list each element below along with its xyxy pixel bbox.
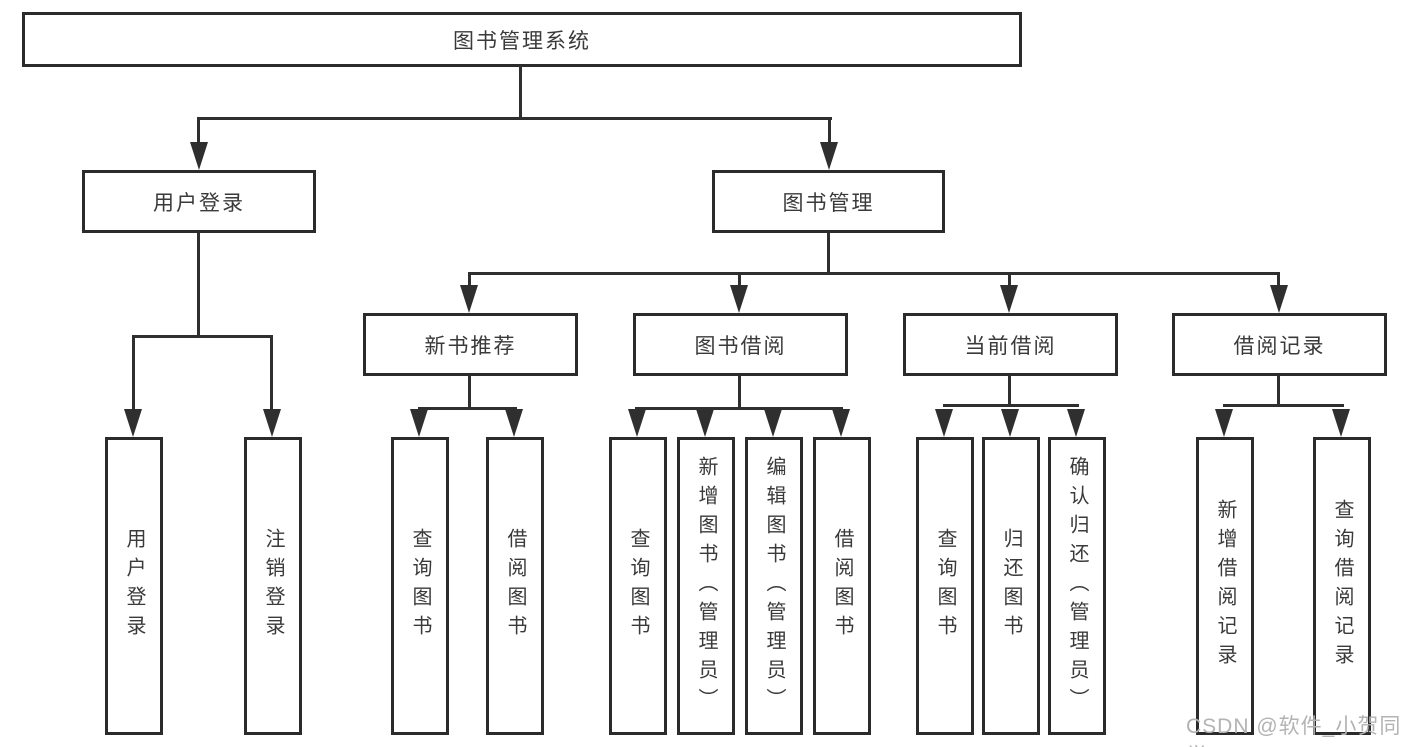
connector-line	[197, 233, 200, 335]
connector-line	[738, 376, 741, 410]
leaf-query-books-borrowing: 查询图书	[609, 437, 667, 735]
leaf-borrow-books: 借阅图书	[813, 437, 871, 735]
connector-line	[943, 404, 1079, 407]
connector-line	[132, 335, 135, 413]
connector-line	[827, 233, 830, 274]
leaf-label: 用户登录	[123, 528, 145, 644]
connector-line	[132, 335, 273, 338]
leaf-label: 注销登录	[262, 528, 284, 644]
node-library-management-system: 图书管理系统	[22, 12, 1022, 67]
connector-line	[519, 65, 522, 119]
connector-line	[1277, 272, 1280, 288]
leaf-query-books-current: 查询图书	[916, 437, 974, 735]
connector-line	[418, 407, 517, 410]
node-label: 图书管理系统	[453, 29, 591, 53]
leaf-label: 查询图书	[409, 528, 431, 644]
connector-line	[468, 376, 471, 410]
leaf-label: 查询图书	[627, 528, 649, 644]
leaf-label: 新增图书（管理员）	[695, 455, 717, 717]
arrow-down	[460, 285, 478, 313]
connector-line	[270, 335, 273, 413]
node-label: 用户登录	[153, 191, 245, 215]
leaf-query-borrow-record: 查询借阅记录	[1313, 437, 1371, 735]
arrow-down	[410, 409, 428, 437]
node-book-management: 图书管理	[712, 170, 945, 233]
connector-line	[468, 272, 1280, 275]
arrow-down	[1067, 409, 1085, 437]
leaf-user-login: 用户登录	[105, 437, 163, 735]
arrow-down	[1000, 285, 1018, 313]
leaf-return-books: 归还图书	[982, 437, 1040, 735]
leaf-label: 归还图书	[1000, 528, 1022, 644]
connector-line	[1277, 376, 1280, 407]
connector-line	[828, 117, 831, 145]
leaf-borrow-books-recommend: 借阅图书	[486, 437, 544, 735]
node-label: 借阅记录	[1233, 334, 1326, 358]
leaf-label: 查询图书	[934, 528, 956, 644]
connector-line	[635, 407, 843, 410]
node-label: 图书管理	[782, 191, 875, 215]
arrow-down	[820, 142, 838, 170]
arrow-down	[1215, 409, 1233, 437]
arrow-down	[696, 409, 714, 437]
connector-line	[738, 272, 741, 288]
arrow-down	[764, 409, 782, 437]
connector-line	[468, 272, 471, 288]
csdn-watermark: CSDN @软件_小贺同学	[1186, 715, 1402, 747]
leaf-label: 借阅图书	[504, 528, 526, 644]
connector-line	[197, 117, 200, 145]
leaf-label: 新增借阅记录	[1214, 499, 1236, 673]
connector-line	[197, 117, 832, 120]
node-user-login: 用户登录	[82, 170, 316, 233]
leaf-label: 确认归还（管理员）	[1066, 455, 1088, 717]
node-new-book-recommend: 新书推荐	[363, 313, 578, 376]
leaf-logout: 注销登录	[244, 437, 302, 735]
node-current-borrowing: 当前借阅	[903, 313, 1118, 376]
arrow-down	[263, 409, 281, 437]
arrow-down	[190, 142, 208, 170]
leaf-confirm-return-admin: 确认归还（管理员）	[1048, 437, 1106, 735]
leaf-add-borrow-record: 新增借阅记录	[1196, 437, 1254, 735]
arrow-down	[832, 409, 850, 437]
connector-line	[1008, 272, 1011, 288]
node-label: 当前借阅	[964, 334, 1057, 358]
connector-line	[1223, 404, 1344, 407]
arrow-down	[1332, 409, 1350, 437]
connector-line	[1008, 376, 1011, 407]
leaf-label: 编辑图书（管理员）	[763, 455, 785, 717]
node-book-borrowing: 图书借阅	[633, 313, 848, 376]
arrow-down	[505, 409, 523, 437]
arrow-down	[124, 409, 142, 437]
arrow-down	[1270, 285, 1288, 313]
leaf-query-books-recommend: 查询图书	[391, 437, 449, 735]
node-borrowing-records: 借阅记录	[1172, 313, 1387, 376]
arrow-down	[1001, 409, 1019, 437]
node-label: 新书推荐	[424, 334, 517, 358]
node-label: 图书借阅	[694, 334, 787, 358]
arrow-down	[935, 409, 953, 437]
leaf-label: 查询借阅记录	[1331, 499, 1353, 673]
arrow-down	[628, 409, 646, 437]
arrow-down	[730, 285, 748, 313]
leaf-edit-books-admin: 编辑图书（管理员）	[745, 437, 803, 735]
leaf-label: 借阅图书	[831, 528, 853, 644]
leaf-add-books-admin: 新增图书（管理员）	[677, 437, 735, 735]
